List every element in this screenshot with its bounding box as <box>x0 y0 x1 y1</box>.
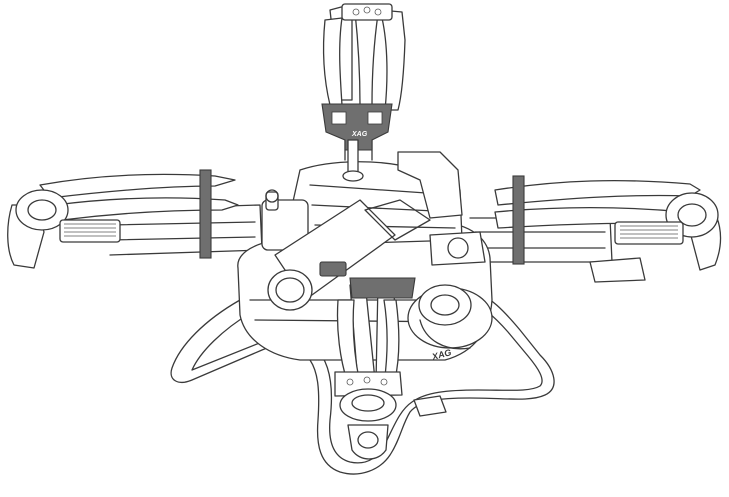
left-arm <box>7 169 263 269</box>
right-arm <box>469 175 722 283</box>
front-arm <box>334 277 447 460</box>
antenna-mast <box>342 139 364 182</box>
rear-arm-clamp: XAG <box>321 103 393 151</box>
rear-arm <box>322 3 406 161</box>
spray-tank: XAG <box>407 284 493 362</box>
bracket-logo: XAG <box>351 131 368 138</box>
battery-pack <box>267 199 431 311</box>
